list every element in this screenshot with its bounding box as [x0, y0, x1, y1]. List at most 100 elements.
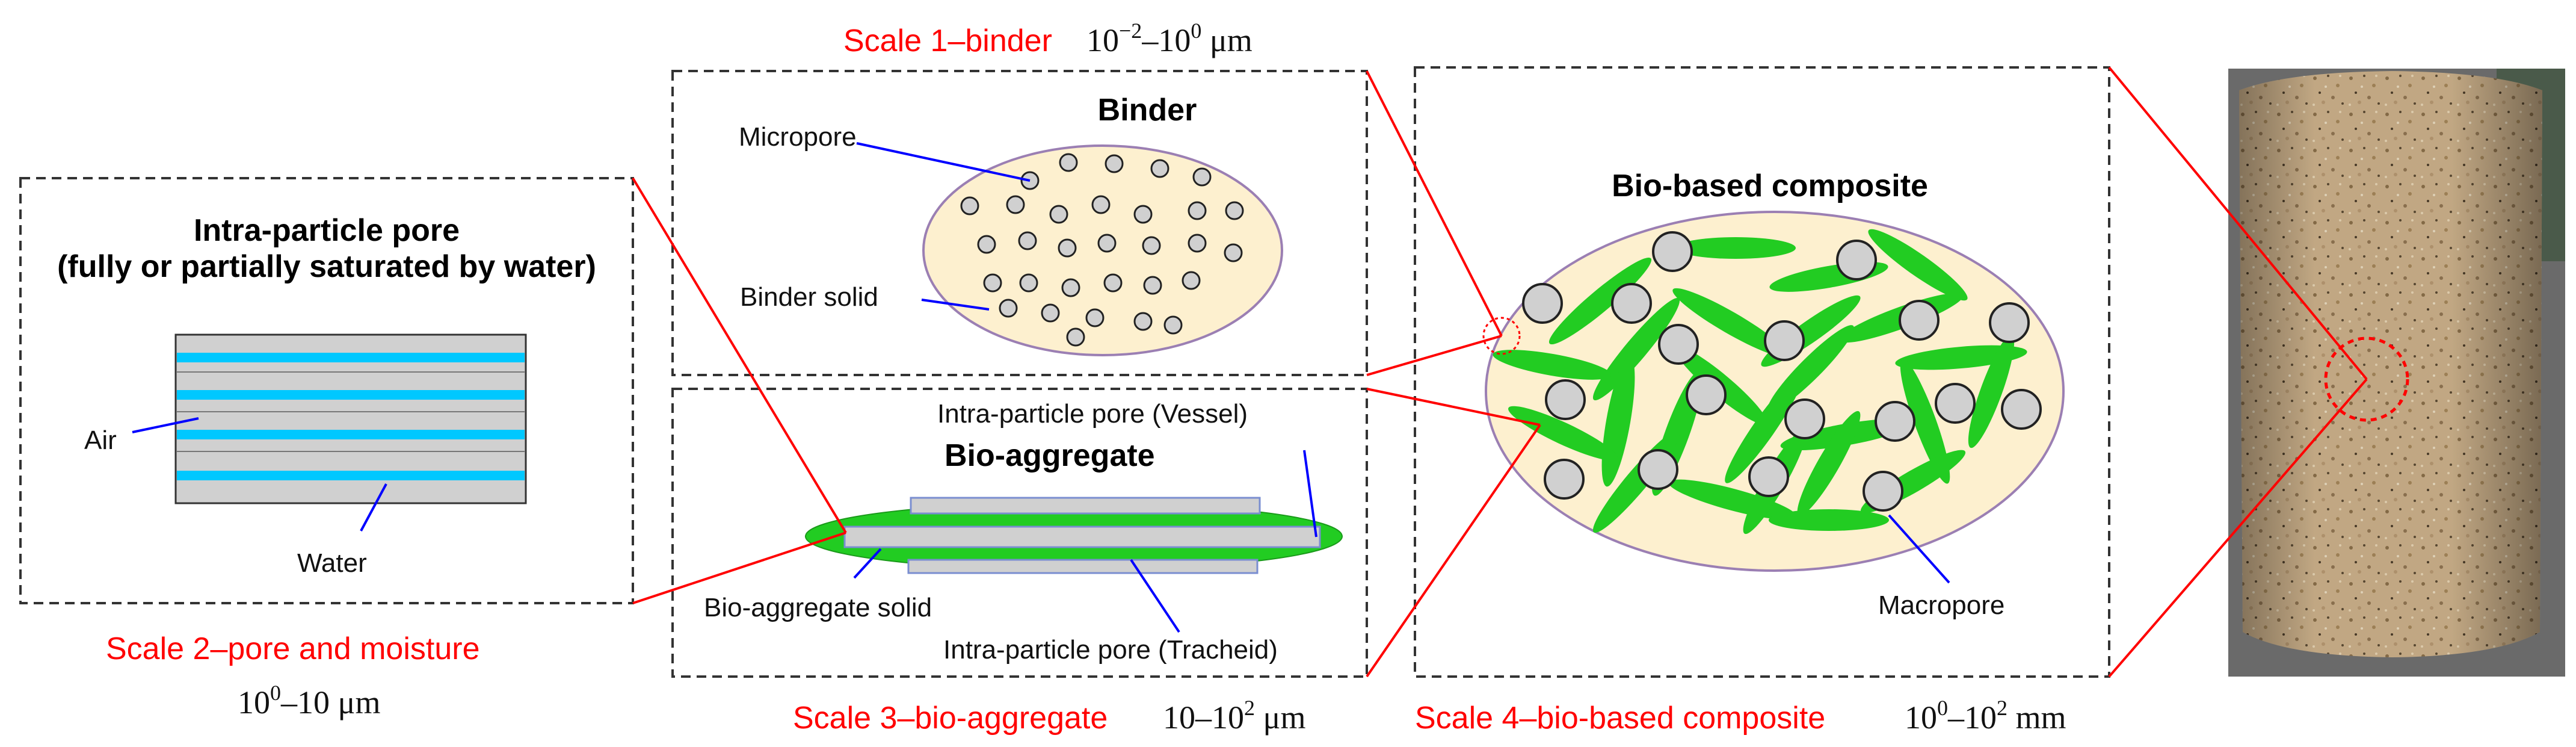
scale-4-label-group: Scale 4–bio-based composite 100–102 mm [1415, 696, 2066, 736]
connector-aggregate-top [1366, 388, 1541, 426]
micropore-circle [983, 273, 1002, 293]
vessel-pore [910, 497, 1261, 515]
bio-aggregate-panel: Bio-aggregate Intra-particle pore (Vesse… [671, 388, 1368, 678]
macropore-label: Macropore [1878, 590, 2004, 620]
bio-aggregate-fiber [1769, 509, 1889, 531]
macropore-circle [1544, 459, 1585, 500]
micropore-circle [1188, 201, 1207, 220]
macropore-circle [1748, 456, 1789, 497]
macropore-circle [1638, 449, 1678, 490]
micropore-circle [1150, 159, 1169, 178]
bio-aggregate-fiber [1797, 411, 1861, 516]
macropore-circle [1658, 324, 1699, 365]
micropore-circle [1224, 243, 1243, 262]
micropore-circle [1058, 238, 1077, 258]
bio-aggregate-fiber [1672, 288, 1788, 358]
macropore-circle [1989, 302, 2030, 343]
pore-panel: Intra-particle pore (fully or partially … [19, 177, 634, 604]
micropore-circle [1019, 273, 1038, 293]
bio-aggregate-fiber [1725, 374, 1803, 483]
pore-panel-frame [19, 177, 634, 604]
micropore-circle [1188, 234, 1207, 253]
micropore-circle [960, 196, 979, 215]
scale-4-label: Scale 4–bio-based composite [1415, 701, 1825, 736]
micropore-circle [1049, 205, 1068, 224]
micropore-circle [1041, 303, 1060, 323]
micropore-circle [1091, 195, 1111, 214]
micropore-circle [1225, 201, 1244, 220]
bio-aggregate-fiber [1493, 350, 1612, 380]
vessel-leader-line [1303, 450, 1317, 538]
micropore-circle [1142, 236, 1161, 255]
micropore-circle [1059, 153, 1078, 172]
macropore-circle [1686, 374, 1727, 415]
bio-aggregate-fiber [1968, 334, 2015, 448]
micropore-circle [1097, 234, 1117, 253]
micropore-circle [1061, 278, 1080, 297]
air-label: Air [84, 426, 117, 455]
scale-1-label-group: Scale 1–binder 10−2–100 μm [843, 19, 1253, 58]
binder-panel: Binder Micropore Binder solid [671, 70, 1368, 376]
micropore-circle [1182, 271, 1201, 290]
composite-panel-frame [1414, 66, 2110, 678]
micropore-circle [1192, 167, 1212, 187]
pore-panel-title-line2: (fully or partially saturated by water) [57, 249, 596, 284]
bio-aggregate-fiber [1548, 257, 1652, 345]
bio-aggregate-fiber [1592, 297, 1680, 401]
water-label: Water [297, 548, 367, 578]
connector-pore-bottom [632, 532, 846, 604]
macropore-circle [1875, 401, 1915, 442]
composite-macropores [1522, 231, 2042, 512]
macropore-circle [1522, 283, 1563, 324]
macropore-circle [1545, 379, 1586, 420]
micropore-leader-line [856, 142, 1031, 182]
micropore-circle [999, 299, 1018, 318]
scale-3-label-group: Scale 3–bio-aggregate 10–102 μm [793, 696, 1305, 736]
vessel-label: Intra-particle pore (Vessel) [937, 399, 1248, 429]
specimen-zoom-circle [2324, 336, 2409, 422]
micropore-circle [1066, 327, 1085, 347]
micropore-circle [1105, 154, 1124, 173]
air-leader-line [132, 417, 199, 433]
macropore-circle [1652, 231, 1693, 272]
connector-pore-top [632, 177, 847, 534]
composite-title: Bio-based composite [1612, 169, 1928, 203]
micropore-circle [1143, 276, 1162, 295]
binder-micropores [960, 153, 1244, 347]
bio-aggregate-solid-leader-line [853, 548, 882, 579]
zoom-connectors [632, 66, 2368, 678]
water-layer [177, 353, 525, 362]
micropore-circle [1085, 308, 1105, 327]
scale-2-range: 100–10 μm [238, 681, 380, 721]
scale-3-range: 10–102 μm [1163, 696, 1305, 736]
composite-panel: Bio-based composite Macropore [1414, 66, 2110, 678]
connector-composite-bottom [2108, 378, 2368, 678]
macropore-circle [1764, 320, 1805, 361]
connector-aggregate-bottom [1366, 424, 1541, 678]
tracheid-pore [907, 559, 1259, 574]
water-layer [177, 471, 525, 480]
micropore-circle [1163, 315, 1183, 335]
micropore-circle [1133, 312, 1153, 331]
binder-solid-leader-line [921, 299, 990, 311]
water-leader-line [360, 483, 387, 532]
water-layer [177, 430, 525, 439]
tracheid-label: Intra-particle pore (Tracheid) [943, 635, 1278, 665]
water-layer [177, 390, 525, 400]
pore-panel-title-line1: Intra-particle pore [194, 213, 460, 248]
bio-aggregate-fiber [1508, 406, 1618, 461]
aggregate-inner-pore [843, 525, 1321, 548]
bio-aggregate-fiber [1675, 237, 1796, 259]
scale-1-label: Scale 1–binder [843, 23, 1052, 58]
binder-solid-label: Binder solid [740, 282, 878, 312]
micropore-circle [1103, 273, 1123, 293]
macropore-circle [1611, 283, 1652, 324]
binder-title: Binder [1098, 93, 1197, 128]
micropore-circle [1006, 195, 1025, 214]
macropore-circle [1836, 240, 1877, 281]
micropore-circle [1133, 205, 1153, 224]
tracheid-leader-line [1130, 559, 1180, 633]
scale-2-label-group: Scale 2–pore and moisture 100–10 μm [106, 631, 480, 721]
bio-aggregate-solid-label: Bio-aggregate solid [704, 593, 932, 622]
